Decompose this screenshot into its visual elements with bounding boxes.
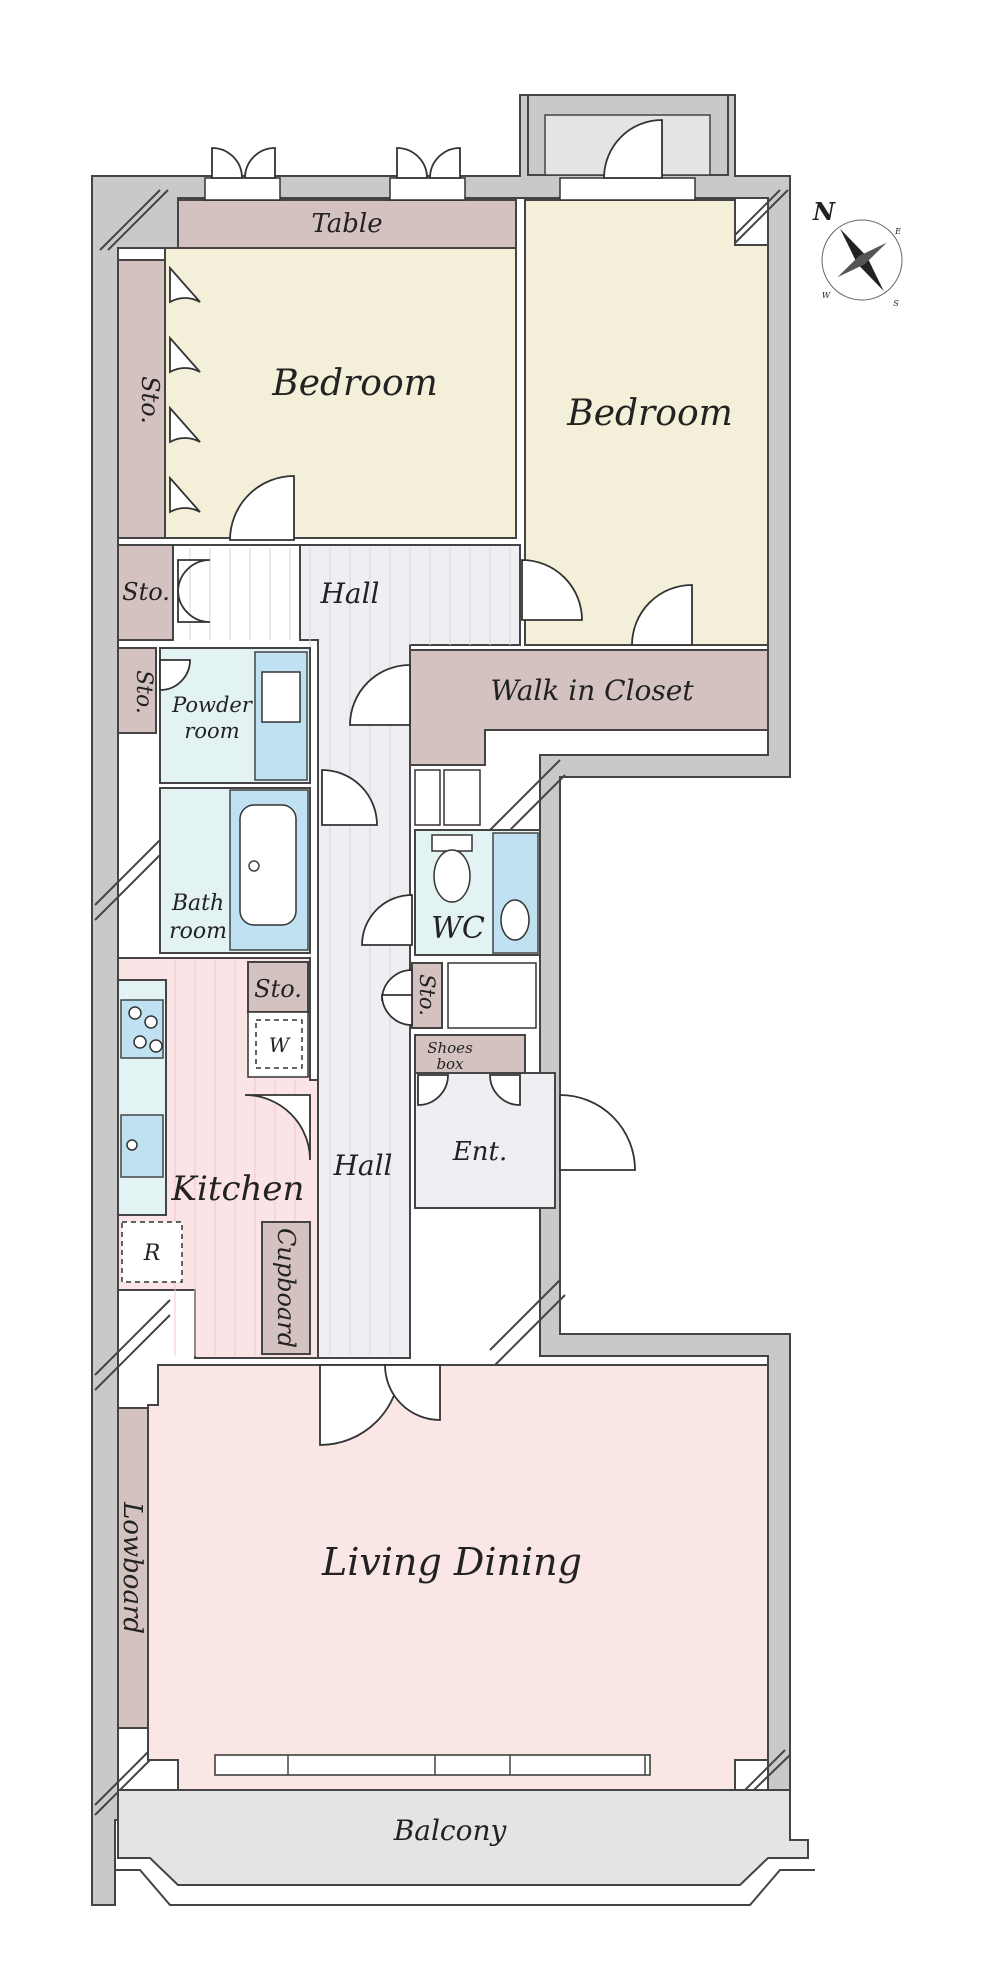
powder-room-label-1: Powder (171, 693, 254, 717)
compass: N E S W (812, 197, 903, 308)
bathroom-label-2: room (169, 919, 227, 944)
table-area (177, 199, 517, 249)
bathtub-drain-icon (248, 860, 260, 872)
bedroom-right-area (524, 199, 769, 646)
refrigerator-label: R (143, 1241, 161, 1266)
stove-burner-4 (149, 1039, 163, 1053)
compass-east: E (894, 227, 901, 236)
refrigerator-area (121, 1221, 183, 1283)
walk-in-closet-label: Walk in Closet (490, 674, 694, 707)
toilet-bowl-icon (433, 849, 471, 903)
wc-sink-icon (500, 899, 530, 941)
shoes-box-label-1: Shoes (427, 1039, 473, 1057)
entrance-label: Ent. (452, 1137, 507, 1167)
sto-bedroom-area (117, 259, 166, 539)
compass-south: S (893, 299, 899, 308)
living-windows (214, 1754, 651, 1776)
kitchen-sink-drain (126, 1139, 138, 1151)
bathtub-icon (239, 804, 297, 926)
wc-label: WC (431, 911, 485, 946)
balcony-label: Balcony (393, 1814, 508, 1847)
sto-bedroom-label: Sto. (136, 376, 164, 424)
washer-label: W (269, 1033, 291, 1057)
stove-burner-1 (128, 1006, 142, 1020)
top-windows (204, 177, 696, 201)
balcony-rail (115, 1869, 815, 1906)
powder-sink-icon (261, 671, 301, 723)
bathroom-label-1: Bath (171, 891, 224, 916)
sto-powder-area (117, 647, 157, 734)
toilet-tank-icon (431, 834, 473, 852)
compass-west: W (822, 291, 831, 300)
closet-shelf-2 (443, 769, 481, 826)
sto-hall-area (117, 544, 174, 641)
sto-powder-label: Sto. (131, 670, 156, 714)
stove-burner-3 (133, 1035, 147, 1049)
kitchen-label: Kitchen (171, 1169, 305, 1209)
lowboard-area (117, 1407, 149, 1729)
compass-star-icon (837, 228, 887, 292)
bedroom-left-area (164, 247, 517, 539)
compass-north: N (812, 197, 836, 226)
stove-burner-2 (144, 1015, 158, 1029)
sto-wc-label: Sto. (415, 974, 439, 1016)
cupboard-label: Cupboard (272, 1228, 300, 1348)
shoes-box-area (414, 1034, 526, 1074)
doors (159, 119, 693, 1446)
walk-in-closet-area (409, 649, 769, 766)
sto-hall-label: Sto. (122, 578, 170, 606)
washer-area (255, 1019, 303, 1069)
shoes-box-label-2: box (436, 1055, 464, 1073)
table-label: Table (311, 209, 382, 239)
lowboard-label: Lowboard (117, 1501, 147, 1634)
wc-side-cabinet (447, 962, 537, 1029)
sto-kitchen-label: Sto. (254, 975, 302, 1003)
powder-room-label-2: room (184, 719, 239, 743)
hall-lower-label: Hall (332, 1149, 392, 1182)
cupboard-area (261, 1221, 311, 1355)
wall-hatching (94, 189, 791, 1816)
bedroom-right-label: Bedroom (566, 393, 733, 434)
closet-shelf-1 (414, 769, 441, 826)
balcony-area (117, 1789, 809, 1886)
bedroom-left-label: Bedroom (271, 363, 438, 404)
room-labels: Table Bedroom Bedroom Sto. Sto. Hall Wal… (117, 209, 733, 1847)
sto-kitchen-area (247, 961, 309, 1013)
living-dining-label: Living Dining (321, 1540, 582, 1584)
hall-upper-label: Hall (319, 577, 379, 610)
